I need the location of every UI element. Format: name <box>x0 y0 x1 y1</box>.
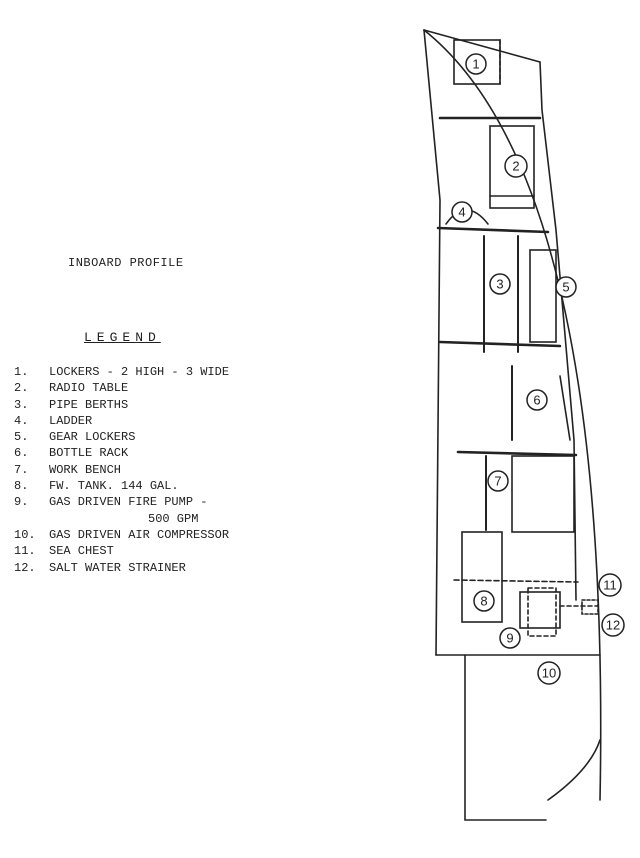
work-bench-box <box>511 455 575 533</box>
callout-marker: 2 <box>504 154 528 178</box>
legend-text: LOCKERS - 2 HIGH - 3 WIDE <box>49 365 230 379</box>
callout-label: 7 <box>494 474 501 489</box>
callout-marker: 1 <box>465 53 487 75</box>
legend-text: BOTTLE RACK <box>49 446 129 461</box>
legend-item: 5. GEAR LOCKERS <box>14 429 229 445</box>
callout-label: 1 <box>472 57 479 72</box>
callout-label: 11 <box>603 578 617 593</box>
legend-item: 1. LOCKERS - 2 HIGH - 3 WIDE <box>14 364 229 380</box>
legend-number: 9. <box>14 495 29 510</box>
legend-item-continuation: 500 GPM <box>14 511 229 527</box>
hull-inboard-line <box>423 29 441 656</box>
legend-item: 12. SALT WATER STRAINER <box>14 560 229 576</box>
callout-label: 10 <box>542 666 556 681</box>
callout-label: 4 <box>458 205 465 220</box>
legend-number: 11. <box>14 544 36 559</box>
callout-label: 12 <box>606 618 620 633</box>
legend-number: 1. <box>14 365 29 379</box>
legend-text: SEA CHEST <box>49 544 114 559</box>
callout-label: 9 <box>506 631 513 646</box>
bulkhead-top <box>423 29 541 63</box>
legend-list: 1. LOCKERS - 2 HIGH - 3 WIDE 2. RADIO TABL… <box>14 364 229 576</box>
legend-number: 12. <box>14 560 36 575</box>
legend-number: 6. <box>14 446 29 461</box>
air-compressor-box <box>527 587 557 637</box>
callout-marker: 3 <box>489 273 511 295</box>
callout-label: 5 <box>562 280 569 295</box>
callout-marker: 4 <box>451 201 473 223</box>
legend-item: 11. SEA CHEST <box>14 543 229 559</box>
legend-number: 10. <box>14 527 36 542</box>
deck-line-4 <box>456 450 578 457</box>
legend-number: 4. <box>14 413 29 428</box>
legend-text: PIPE BERTHS <box>49 397 129 412</box>
legend-text: GAS DRIVEN FIRE PUMP - <box>49 495 208 510</box>
legend-item: 8. FW. TANK. 144 GAL. <box>14 478 229 494</box>
deck-line-2 <box>436 226 550 234</box>
legend-text: GEAR LOCKERS <box>49 430 136 445</box>
deck-line-3 <box>438 340 562 348</box>
fw-tank-box <box>461 531 503 623</box>
callout-marker: 9 <box>499 627 521 649</box>
legend-text: GAS DRIVEN AIR COMPRESSOR <box>49 527 230 542</box>
legend-text: FW. TANK. 144 GAL. <box>49 479 179 494</box>
fire-pump-box <box>519 591 561 629</box>
radio-table-box <box>489 125 535 209</box>
callout-markers: 1 2 3 4 5 6 7 8 9 10 11 12 <box>451 53 625 685</box>
callout-marker: 6 <box>526 389 548 411</box>
callout-label: 3 <box>496 277 503 292</box>
transom-line <box>464 654 547 821</box>
keel-curve <box>547 739 601 801</box>
legend-text: SALT WATER STRAINER <box>49 560 186 575</box>
legend-item: 3. PIPE BERTHS <box>14 397 229 413</box>
page-title: INBOARD PROFILE <box>68 256 184 270</box>
callout-marker: 5 <box>555 276 577 298</box>
legend-text: RADIO TABLE <box>49 381 129 396</box>
legend-item: 10. GAS DRIVEN AIR COMPRESSOR <box>14 527 229 543</box>
legend-item: 4. LADDER <box>14 413 229 429</box>
callout-label: 6 <box>533 393 540 408</box>
callout-marker: 7 <box>487 470 509 492</box>
sea-chest-box <box>581 599 599 615</box>
callout-marker: 11 <box>598 573 622 597</box>
legend-heading: LEGEND <box>84 330 161 345</box>
legend-text: WORK BENCH <box>49 462 122 477</box>
legend-text-continuation: 500 GPM <box>148 511 199 526</box>
callout-label: 2 <box>512 159 519 174</box>
legend-text: LADDER <box>49 413 93 428</box>
legend-number: 5. <box>14 430 29 445</box>
legend-number: 2. <box>14 381 29 396</box>
legend-number: 7. <box>14 462 29 477</box>
legend-item: 2. RADIO TABLE <box>14 380 229 396</box>
gear-lockers-box <box>529 249 557 343</box>
deck-line-5 <box>453 579 579 583</box>
legend-item: 7. WORK BENCH <box>14 462 229 478</box>
inner-hull-line <box>539 61 577 601</box>
legend-number: 8. <box>14 479 29 494</box>
callout-marker: 8 <box>473 590 495 612</box>
callout-marker: 12 <box>601 613 625 637</box>
bottle-rack-post <box>559 375 571 441</box>
legend-item: 6. BOTTLE RACK <box>14 445 229 461</box>
callout-marker: 10 <box>537 661 561 685</box>
callout-label: 8 <box>480 594 487 609</box>
legend-number: 3. <box>14 397 29 412</box>
legend-item: 9. GAS DRIVEN FIRE PUMP - <box>14 494 229 510</box>
